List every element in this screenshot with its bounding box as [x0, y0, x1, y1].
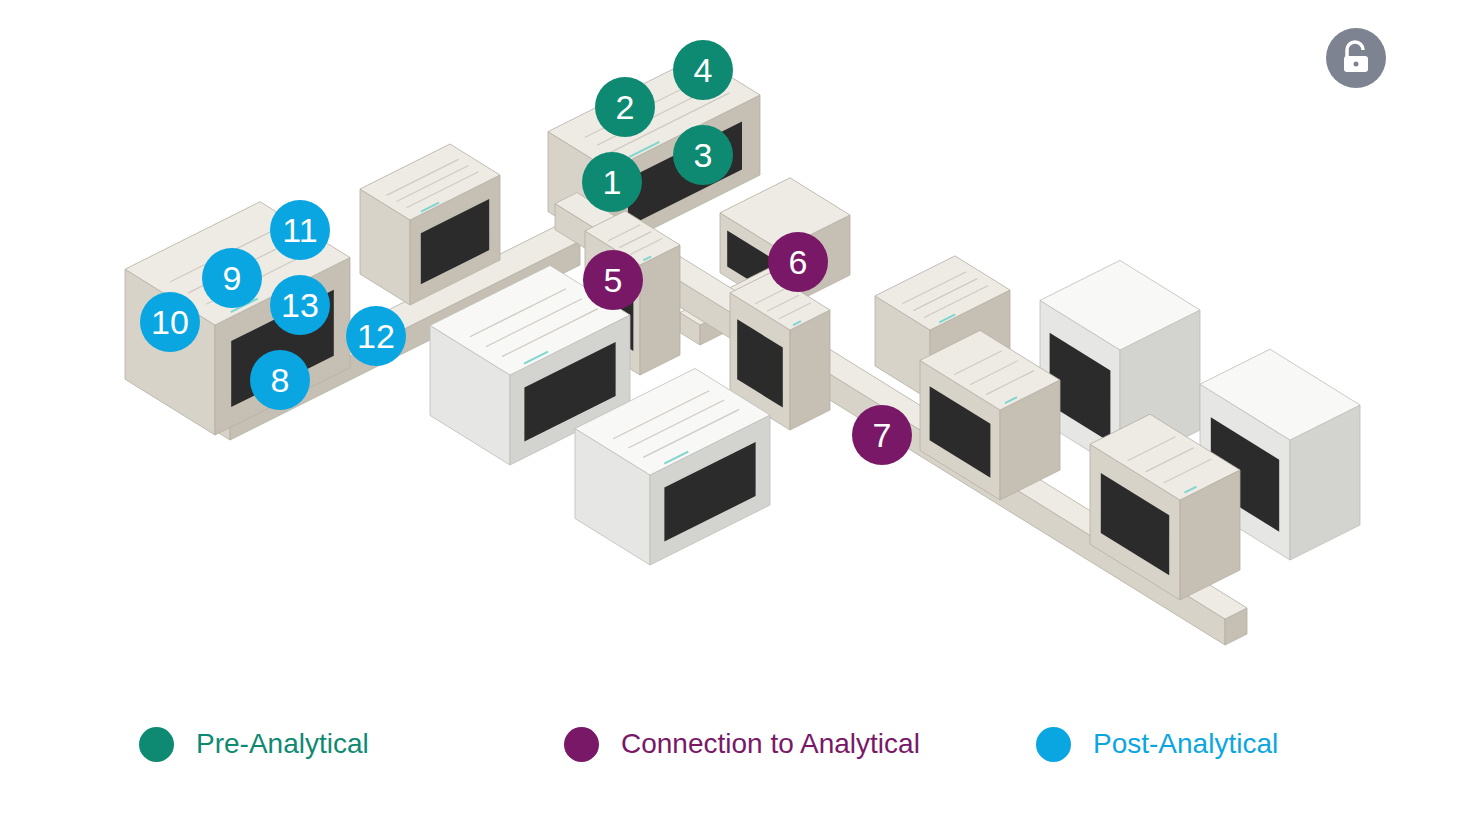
module-grille [755, 288, 787, 304]
legend-label: Pre-Analytical [196, 728, 369, 760]
legend-swatch [564, 727, 599, 762]
module-window [1101, 473, 1169, 575]
module-grille [407, 172, 479, 208]
callout-number: 7 [873, 418, 892, 452]
status-light [643, 256, 651, 260]
callout-number: 12 [357, 319, 395, 353]
callout-circle: 8 [250, 350, 310, 410]
callout-circle: 6 [768, 232, 828, 292]
status-light [629, 142, 659, 157]
module-window [737, 319, 783, 407]
machine-module [575, 369, 770, 566]
legend-label: Connection to Analytical [621, 728, 920, 760]
status-light [664, 452, 688, 464]
lab-automation-line [125, 57, 1360, 645]
module-top [875, 256, 1010, 330]
module-front [640, 245, 680, 375]
callout-number: 11 [282, 213, 317, 247]
callout-circle: 2 [595, 77, 655, 137]
callout-circle: 1 [582, 152, 642, 212]
legend-label: Post-Analytical [1093, 728, 1278, 760]
module-grille [608, 225, 640, 241]
callout-circle: 10 [140, 292, 200, 352]
machine-module [1090, 414, 1240, 600]
module-grille [486, 299, 582, 347]
module-grille [779, 303, 811, 319]
legend-entry: Post-Analytical [1036, 724, 1278, 764]
callout-circle: 12 [346, 306, 406, 366]
callout-circle: 5 [583, 250, 643, 310]
legend-swatch [139, 727, 174, 762]
module-grille [924, 285, 988, 317]
module-front [1180, 470, 1240, 600]
module-window [664, 442, 755, 542]
module-grille [954, 351, 1002, 375]
legend-entry: Pre-Analytical [139, 724, 369, 764]
module-grille [630, 238, 662, 254]
callout-number: 3 [694, 138, 713, 172]
module-grille [986, 371, 1034, 395]
legend-swatch [1036, 727, 1071, 762]
callout-number: 10 [151, 305, 189, 339]
icon-shackle [1347, 42, 1363, 58]
machine-module [920, 330, 1060, 500]
module-top [555, 193, 1247, 619]
module-front [215, 258, 350, 436]
module-top [1040, 260, 1200, 350]
module-grille [1146, 448, 1194, 472]
callout-number: 5 [604, 263, 623, 297]
module-grille [613, 391, 709, 439]
module-grille [502, 309, 598, 357]
module-window [421, 199, 489, 284]
module-grille [970, 361, 1018, 385]
status-light [524, 352, 548, 364]
module-grille [397, 166, 469, 202]
status-light [1185, 487, 1197, 493]
callout-circle: 4 [673, 40, 733, 100]
callout-number: 6 [789, 245, 808, 279]
icon-keyhole [1354, 62, 1359, 67]
status-light [421, 203, 439, 212]
status-light [939, 314, 955, 322]
module-grille [387, 159, 459, 195]
callout-circle: 13 [270, 275, 330, 335]
callout-circle: 11 [270, 200, 330, 260]
callout-number: 1 [603, 165, 622, 199]
icon-circle [1326, 28, 1386, 88]
callout-number: 8 [271, 363, 290, 397]
callout-number: 9 [223, 261, 242, 295]
module-window [930, 386, 991, 478]
callout-circle: 3 [673, 125, 733, 185]
module-grille [619, 232, 651, 248]
module-grille [767, 295, 799, 311]
machine-module [360, 144, 500, 305]
icon-body [1344, 56, 1368, 72]
callout-number: 2 [616, 90, 635, 124]
machine-module [555, 193, 1247, 645]
callout-circle: 9 [202, 248, 262, 308]
callout-number: 13 [281, 288, 319, 322]
module-grille [1128, 437, 1176, 461]
machine-module [125, 202, 350, 435]
module-side [555, 204, 1225, 645]
module-grille [470, 289, 566, 337]
module-grille [913, 279, 977, 311]
status-light [1005, 397, 1017, 403]
toggle-icon [1326, 28, 1386, 88]
module-grille [1164, 459, 1212, 483]
module-front [790, 310, 830, 430]
legend-entry: Connection to Analytical [564, 724, 920, 764]
callout-number: 4 [694, 53, 713, 87]
status-light [793, 321, 801, 325]
module-grille [902, 272, 966, 304]
callout-circle: 7 [852, 405, 912, 465]
